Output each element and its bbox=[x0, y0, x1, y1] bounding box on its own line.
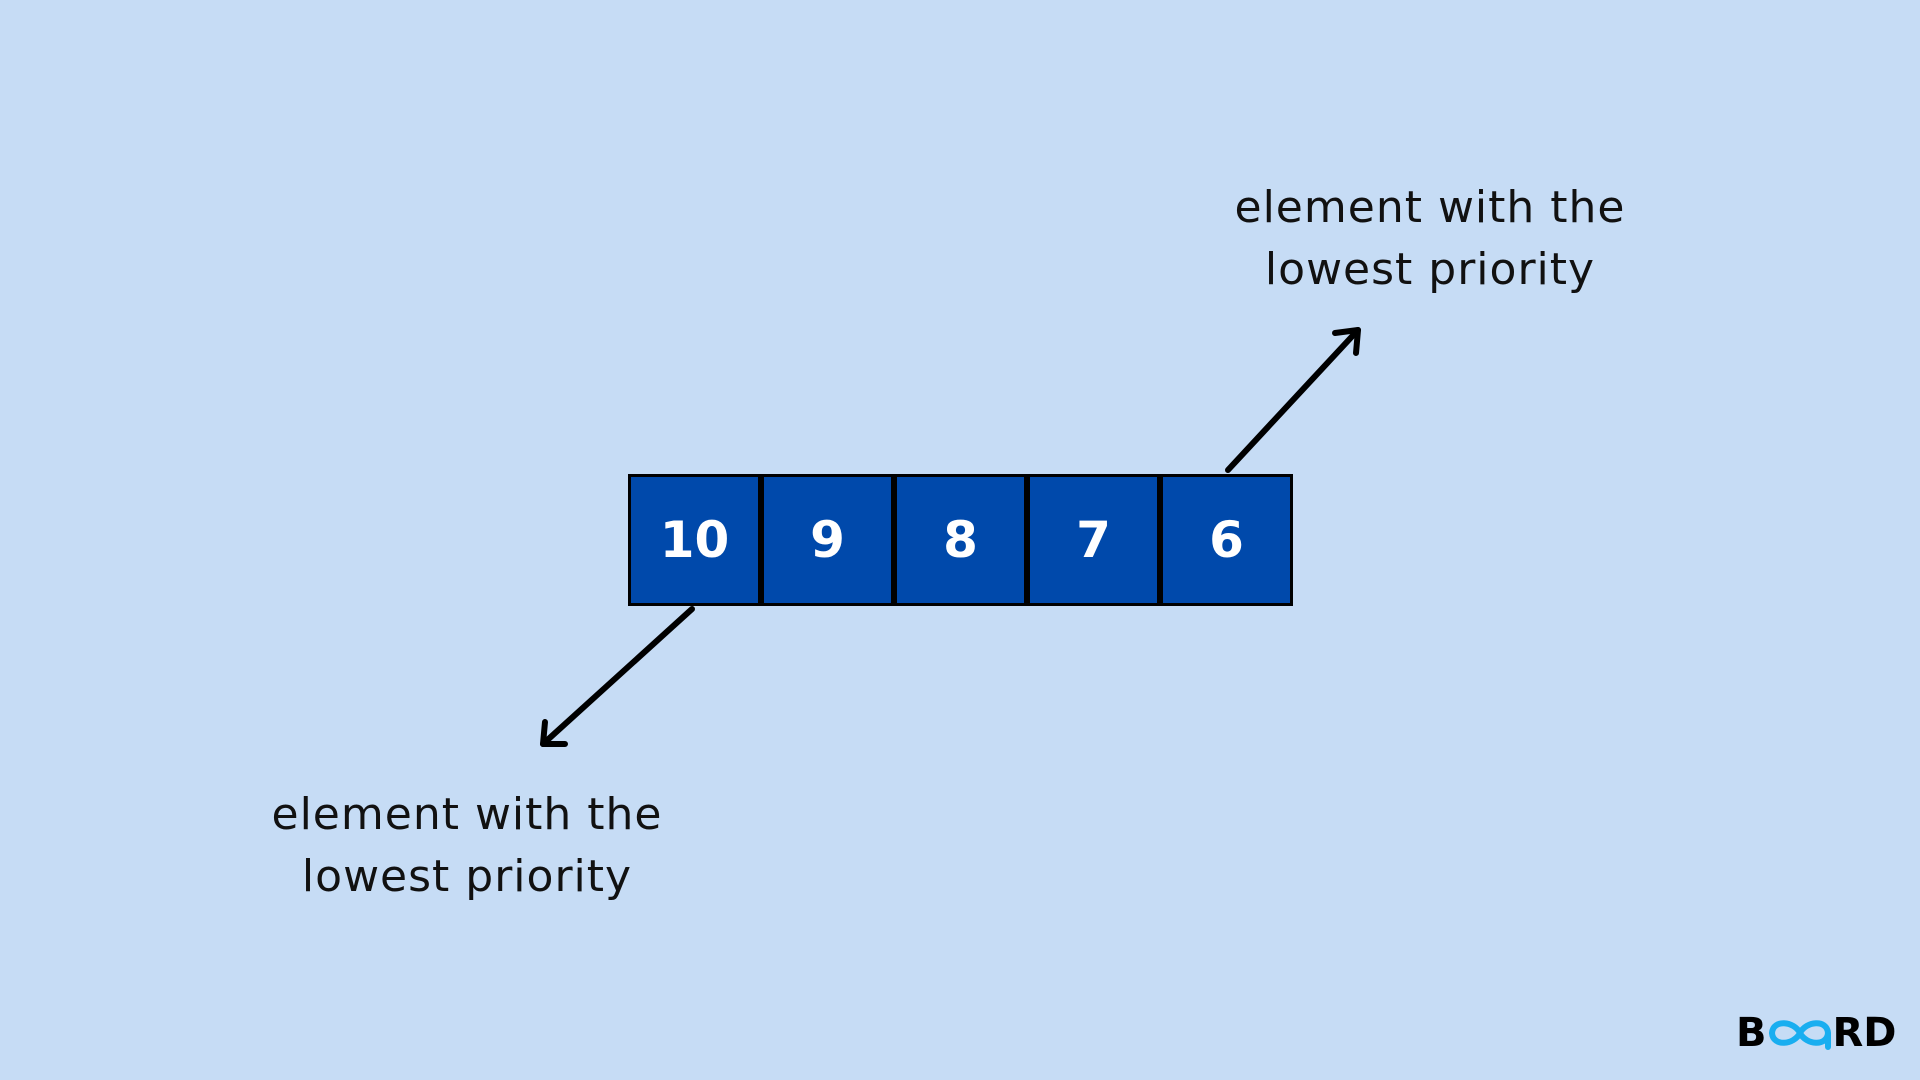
top-label-line2: lowest priority bbox=[1264, 244, 1596, 295]
bottom-label: element with the lowest priority bbox=[267, 784, 667, 908]
array-cell: 10 bbox=[628, 474, 761, 606]
bottom-label-line1: element with the bbox=[271, 789, 663, 840]
top-label-line1: element with the bbox=[1234, 182, 1626, 233]
array-cell: 7 bbox=[1027, 474, 1160, 606]
infinity-logo-icon bbox=[1768, 1020, 1831, 1050]
top-label: element with the lowest priority bbox=[1230, 177, 1630, 301]
array-cell: 9 bbox=[761, 474, 894, 606]
logo-right: RD bbox=[1832, 1010, 1897, 1056]
board-logo: B RD bbox=[1736, 1010, 1897, 1056]
arrow-top-right bbox=[1225, 327, 1361, 473]
array-cell: 8 bbox=[894, 474, 1027, 606]
array-row: 10 9 8 7 6 bbox=[628, 474, 1293, 606]
logo-left: B bbox=[1736, 1010, 1767, 1056]
arrow-bottom-left bbox=[540, 606, 695, 747]
bottom-label-line2: lowest priority bbox=[301, 851, 633, 902]
array-cell: 6 bbox=[1160, 474, 1293, 606]
